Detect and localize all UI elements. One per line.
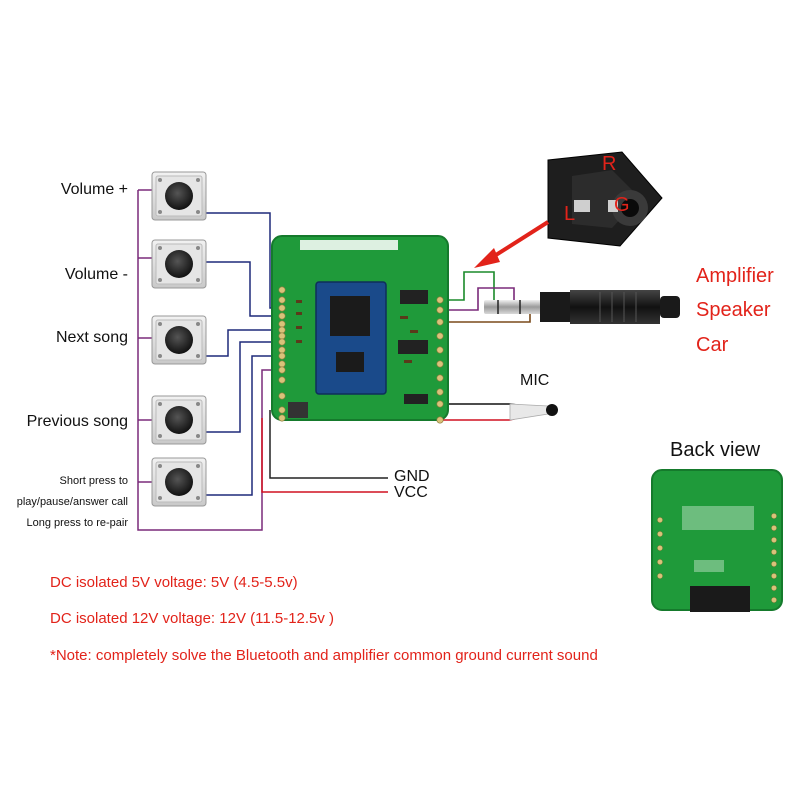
audio-plug (484, 290, 680, 324)
tact-button-previous-song (151, 395, 207, 445)
label-amplifier: Amplifier (696, 265, 774, 287)
mic-capsule (509, 403, 558, 421)
tact-button-volume-plus (151, 171, 207, 221)
wire-audio-brown (446, 314, 531, 323)
label-car: Car (696, 334, 729, 356)
label-volume-plus: Volume + (60, 181, 128, 198)
label-speaker: Speaker (696, 299, 771, 321)
note-12v: DC isolated 12V voltage: 12V (11.5-12.5v… (50, 610, 335, 627)
jack-label-g: G (614, 194, 630, 216)
wire-previous-song (206, 341, 282, 433)
wire-play-button (206, 355, 282, 496)
audio-jack-socket (547, 151, 663, 247)
jack-label-l: L (564, 203, 576, 225)
label-next-song: Next song (55, 329, 128, 346)
wire-gnd (269, 410, 388, 479)
wire-common-ground (137, 190, 282, 531)
label-play-pause: play/pause/answer call (16, 496, 128, 508)
wire-volume-minus (206, 261, 282, 317)
tact-button-next-song (151, 315, 207, 365)
tact-button-volume-minus (151, 239, 207, 289)
wire-vcc (261, 418, 388, 493)
jack-label-r: R (602, 153, 617, 175)
wire-audio-green (446, 271, 495, 301)
bluetooth-module-board (271, 235, 449, 424)
label-gnd: GND (394, 468, 430, 485)
note-ground: *Note: completely solve the Bluetooth an… (50, 647, 598, 664)
label-back-view: Back view (670, 439, 761, 461)
label-volume-minus: Volume - (64, 266, 128, 283)
wire-audio-purple (446, 287, 515, 311)
wire-next-song (206, 329, 282, 357)
arrow-icon (474, 220, 550, 268)
tact-button-play (151, 457, 207, 507)
note-5v: DC isolated 5V voltage: 5V (4.5-5.5v) (50, 574, 298, 591)
label-mic: MIC (520, 372, 550, 389)
label-long-press: Long press to re-pair (26, 517, 129, 529)
label-previous-song: Previous song (26, 413, 128, 430)
wire-volume-plus (206, 212, 282, 309)
back-view-board (651, 469, 783, 612)
label-short-press: Short press to (59, 475, 128, 487)
label-vcc: VCC (394, 484, 428, 501)
